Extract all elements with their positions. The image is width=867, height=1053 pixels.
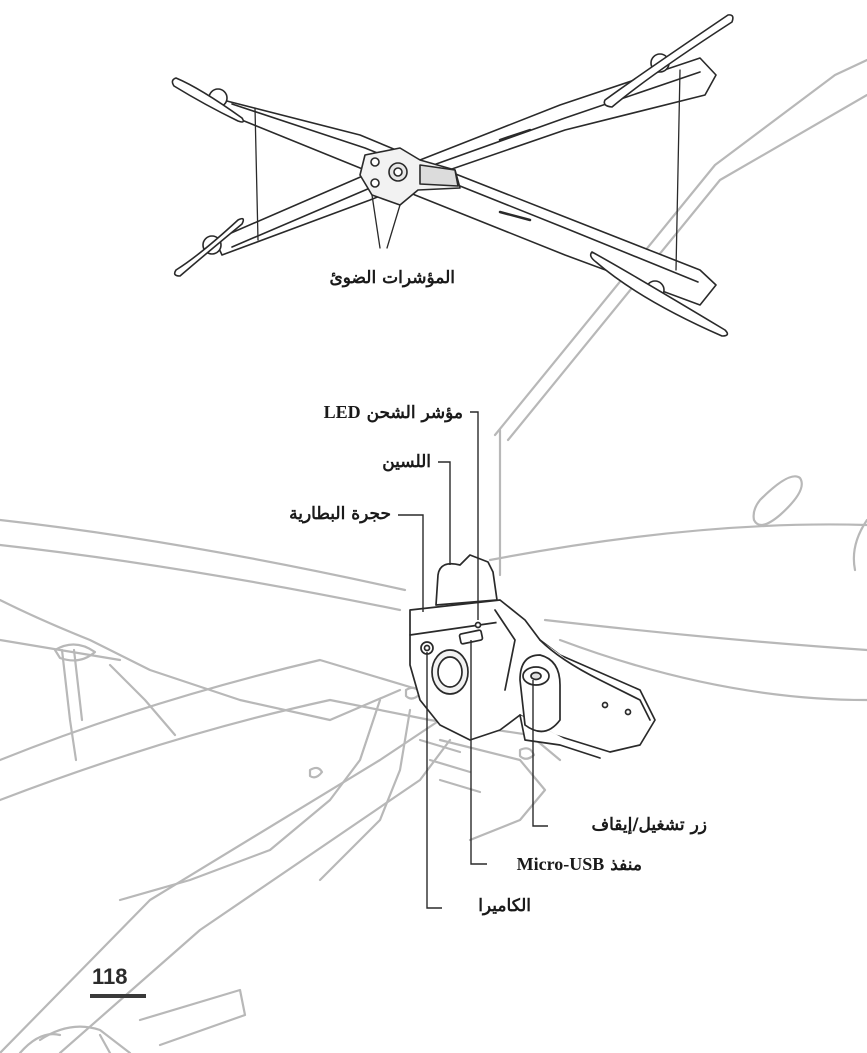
label-charge-led-en: LED — [323, 402, 361, 422]
leader-battery — [398, 514, 424, 612]
label-led-lights: المؤشرات الضوئ — [329, 268, 455, 288]
label-camera: الكاميرا — [478, 896, 531, 916]
leader-power-button — [532, 680, 548, 827]
page-number: 118 — [92, 964, 128, 989]
leader-latch — [438, 461, 451, 565]
leader-usb-port — [470, 640, 487, 865]
label-usb-port: منفذ Micro-USB — [517, 855, 642, 874]
leader-camera — [426, 652, 442, 909]
drone-top-view — [171, 14, 734, 337]
label-power-button: زر تشغيل/إيقاف — [591, 815, 707, 835]
label-usb-port-ar: منفذ — [610, 855, 642, 875]
drone-underside-view — [0, 58, 867, 1053]
leader-charge-led — [470, 411, 479, 620]
page-number-underline — [90, 994, 146, 998]
label-latch: اللسين — [382, 452, 431, 472]
label-battery: حجرة البطارية — [289, 504, 391, 524]
label-usb-port-en: Micro-USB — [516, 854, 605, 874]
callout-lines — [398, 411, 548, 909]
label-charge-led-ar: مؤشر الشحن — [366, 403, 463, 423]
label-charge-led: مؤشر الشحن LED — [324, 403, 463, 422]
